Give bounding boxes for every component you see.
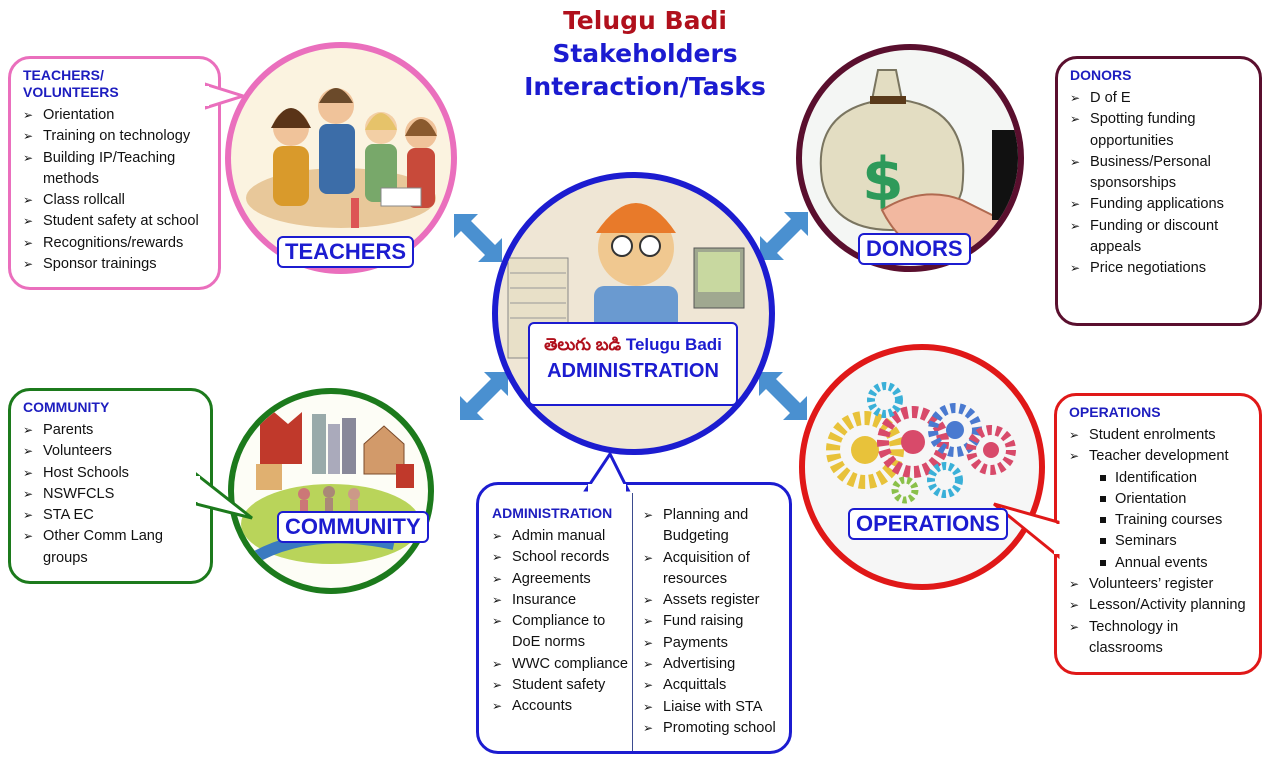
teachers-heading-line-1: TEACHERS/ xyxy=(23,67,104,83)
list-item: Liaise with STA xyxy=(643,697,793,719)
list-item: Student safety xyxy=(492,675,637,697)
list-item: Payments xyxy=(643,633,793,655)
operations-callout: OPERATIONS Student enrolments Teacher de… xyxy=(1054,393,1262,675)
list-item: Volunteers’ register xyxy=(1069,574,1249,596)
operations-callout-tail xyxy=(993,502,1060,560)
donors-callout-heading: DONORS xyxy=(1070,67,1132,83)
list-item: Volunteers xyxy=(23,441,200,463)
list-item: D of E xyxy=(1070,88,1249,110)
administration-right-list: Planning and Budgeting Acquisition of re… xyxy=(643,505,793,740)
title-line-2: Stakeholders xyxy=(552,39,738,68)
title-line-1: Telugu Badi xyxy=(563,6,727,35)
list-item: Sponsor trainings xyxy=(23,254,208,276)
community-callout-tail xyxy=(196,472,253,520)
list-item: Advertising xyxy=(643,654,793,676)
admin-callout-tail xyxy=(583,452,631,492)
list-item: School records xyxy=(492,547,637,569)
sub-list-item: Annual events xyxy=(1069,553,1249,574)
arrow-teachers-admin-icon xyxy=(454,214,502,262)
administration-callout: ADMINISTRATION Admin manual School recor… xyxy=(476,482,792,754)
list-item: Acquittals xyxy=(643,675,793,697)
teachers-callout: TEACHERS/ VOLUNTEERS Orientation Trainin… xyxy=(8,56,221,290)
sub-list-item: Identification xyxy=(1069,468,1249,489)
community-task-list: Parents Volunteers Host Schools NSWFCLS … xyxy=(23,420,200,569)
list-item: Parents xyxy=(23,420,200,442)
list-item: Technology in classrooms xyxy=(1069,617,1249,660)
administration-right-column: Planning and Budgeting Acquisition of re… xyxy=(643,505,793,740)
diagram-title: Telugu Badi Stakeholders Interaction/Tas… xyxy=(495,4,795,103)
list-item: Spotting funding opportunities xyxy=(1070,109,1249,152)
arrow-operations-admin-icon xyxy=(759,372,807,420)
list-item: NSWFCLS xyxy=(23,484,200,506)
list-item: Fund raising xyxy=(643,611,793,633)
community-label: COMMUNITY xyxy=(277,511,429,543)
administration-left-column: ADMINISTRATION Admin manual School recor… xyxy=(492,505,637,718)
community-image xyxy=(228,388,434,594)
donors-callout: DONORS D of E Spotting funding opportuni… xyxy=(1055,56,1262,326)
operations-label: OPERATIONS xyxy=(848,508,1008,540)
list-item: Agreements xyxy=(492,569,637,591)
administration-left-list: Admin manual School records Agreements I… xyxy=(492,526,637,718)
list-item: Training on technology xyxy=(23,126,208,148)
teachers-image xyxy=(225,42,457,274)
list-item: Admin manual xyxy=(492,526,637,548)
list-item: Business/Personal sponsorships xyxy=(1070,152,1249,195)
list-item: Insurance xyxy=(492,590,637,612)
list-item: Acquisition of resources xyxy=(643,548,793,591)
sub-list-item: Seminars xyxy=(1069,531,1249,552)
sub-list-item: Training courses xyxy=(1069,510,1249,531)
list-item: Assets register xyxy=(643,590,793,612)
sub-list-item: Orientation xyxy=(1069,489,1249,510)
list-item: Lesson/Activity planning xyxy=(1069,595,1249,617)
list-item: Promoting school xyxy=(643,718,793,740)
operations-task-list: Student enrolments Teacher development I… xyxy=(1069,425,1249,659)
list-item: Teacher development xyxy=(1069,446,1249,468)
list-item: Student safety at school xyxy=(23,211,208,233)
teachers-heading-line-2: VOLUNTEERS xyxy=(23,84,119,100)
administration-callout-heading: ADMINISTRATION xyxy=(492,505,613,521)
list-item: STA EC xyxy=(23,505,200,527)
donors-label: DONORS xyxy=(858,233,971,265)
donors-image: $ xyxy=(796,44,1024,272)
title-line-3: Interaction/Tasks xyxy=(524,72,766,101)
arrow-donors-admin-icon xyxy=(760,212,808,260)
operations-callout-heading: OPERATIONS xyxy=(1069,404,1161,420)
teachers-callout-tail xyxy=(205,82,245,110)
list-item: WWC compliance xyxy=(492,654,637,676)
teachers-label: TEACHERS xyxy=(277,236,415,268)
administration-image xyxy=(492,172,775,455)
list-item: Funding applications xyxy=(1070,194,1249,216)
administration-center-title: ADMINISTRATION xyxy=(547,360,719,382)
list-item: Accounts xyxy=(492,696,637,718)
list-item: Recognitions/rewards xyxy=(23,233,208,255)
teachers-task-list: Orientation Training on technology Build… xyxy=(23,105,208,276)
list-item: Other Comm Lang groups xyxy=(23,526,200,569)
list-item: Funding or discount appeals xyxy=(1070,216,1249,259)
donors-task-list: D of E Spotting funding opportunities Bu… xyxy=(1070,88,1249,280)
operations-image xyxy=(799,344,1045,590)
community-callout-heading: COMMUNITY xyxy=(23,399,110,415)
list-item: Student enrolments xyxy=(1069,425,1249,447)
administration-center-subtitle: తెలుగు బడి Telugu Badi xyxy=(530,334,736,356)
list-item: Planning and Budgeting xyxy=(643,505,793,548)
administration-center-label: తెలుగు బడి Telugu Badi ADMINISTRATION xyxy=(528,322,738,406)
list-item: Host Schools xyxy=(23,463,200,485)
list-item: Building IP/Teaching methods xyxy=(23,148,208,191)
list-item: Price negotiations xyxy=(1070,258,1249,280)
telugu-script-text: తెలుగు బడి xyxy=(544,335,622,354)
list-item: Class rollcall xyxy=(23,190,208,212)
teachers-callout-heading: TEACHERS/ VOLUNTEERS xyxy=(23,67,208,101)
arrow-community-admin-icon xyxy=(460,372,508,420)
list-item: Compliance to DoE norms xyxy=(492,611,637,654)
list-item: Orientation xyxy=(23,105,208,127)
community-callout: COMMUNITY Parents Volunteers Host School… xyxy=(8,388,213,584)
telugu-badi-text: Telugu Badi xyxy=(625,335,722,354)
